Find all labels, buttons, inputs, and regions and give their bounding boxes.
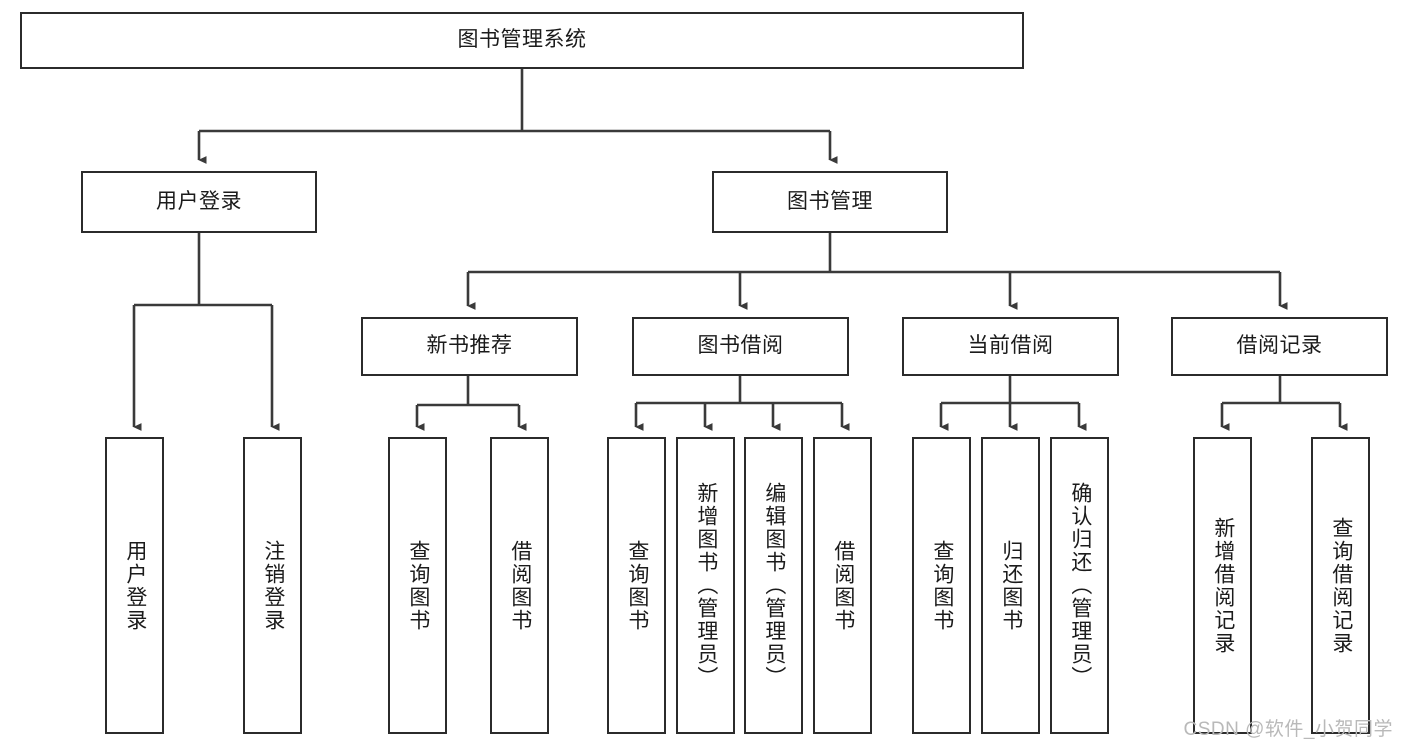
- node-label: 查询图书: [625, 539, 649, 632]
- node-label: 注销登录: [261, 539, 285, 632]
- node-label: 借阅图书: [831, 539, 855, 632]
- node-label: 查询图书: [406, 539, 430, 632]
- node-current-borrow[interactable]: 当前借阅: [902, 317, 1119, 376]
- node-label: 归还图书: [999, 539, 1023, 632]
- leaf-current-borrow-query[interactable]: 查询图书: [912, 437, 971, 734]
- node-new-book-recommend[interactable]: 新书推荐: [361, 317, 578, 376]
- leaf-user-login-login[interactable]: 用户登录: [105, 437, 164, 734]
- leaf-new-book-borrow[interactable]: 借阅图书: [490, 437, 549, 734]
- leaf-new-book-query[interactable]: 查询图书: [388, 437, 447, 734]
- node-label: 新增借阅记录: [1211, 516, 1235, 655]
- node-label: 用户登录: [156, 189, 242, 213]
- node-book-management-system[interactable]: 图书管理系统: [20, 12, 1024, 69]
- node-label: 编辑图书（管理员）: [762, 482, 786, 689]
- node-label: 新书推荐: [426, 334, 513, 358]
- leaf-current-borrow-return[interactable]: 归还图书: [981, 437, 1040, 734]
- node-label: 查询图书: [930, 539, 954, 632]
- node-book-borrow[interactable]: 图书借阅: [632, 317, 849, 376]
- leaf-book-borrow-add[interactable]: 新增图书（管理员）: [676, 437, 735, 734]
- node-label: 查询借阅记录: [1329, 516, 1353, 655]
- leaf-current-borrow-confirm-return[interactable]: 确认归还（管理员）: [1050, 437, 1109, 734]
- node-label: 用户登录: [123, 539, 147, 632]
- node-user-login[interactable]: 用户登录: [81, 171, 317, 233]
- leaf-user-login-logout[interactable]: 注销登录: [243, 437, 302, 734]
- node-label: 图书借阅: [697, 334, 784, 358]
- node-label: 新增图书（管理员）: [694, 482, 718, 689]
- node-borrow-record[interactable]: 借阅记录: [1171, 317, 1388, 376]
- node-label: 借阅记录: [1236, 334, 1323, 358]
- node-label: 借阅图书: [508, 539, 532, 632]
- node-label: 当前借阅: [967, 334, 1054, 358]
- leaf-book-borrow-borrow[interactable]: 借阅图书: [813, 437, 872, 734]
- node-book-management[interactable]: 图书管理: [712, 171, 948, 233]
- leaf-book-borrow-query[interactable]: 查询图书: [607, 437, 666, 734]
- node-label: 确认归还（管理员）: [1068, 482, 1092, 689]
- leaf-borrow-record-query[interactable]: 查询借阅记录: [1311, 437, 1370, 734]
- node-label: 图书管理: [787, 189, 873, 213]
- node-label: 图书管理系统: [457, 28, 587, 52]
- leaf-borrow-record-add[interactable]: 新增借阅记录: [1193, 437, 1252, 734]
- leaf-book-borrow-edit[interactable]: 编辑图书（管理员）: [744, 437, 803, 734]
